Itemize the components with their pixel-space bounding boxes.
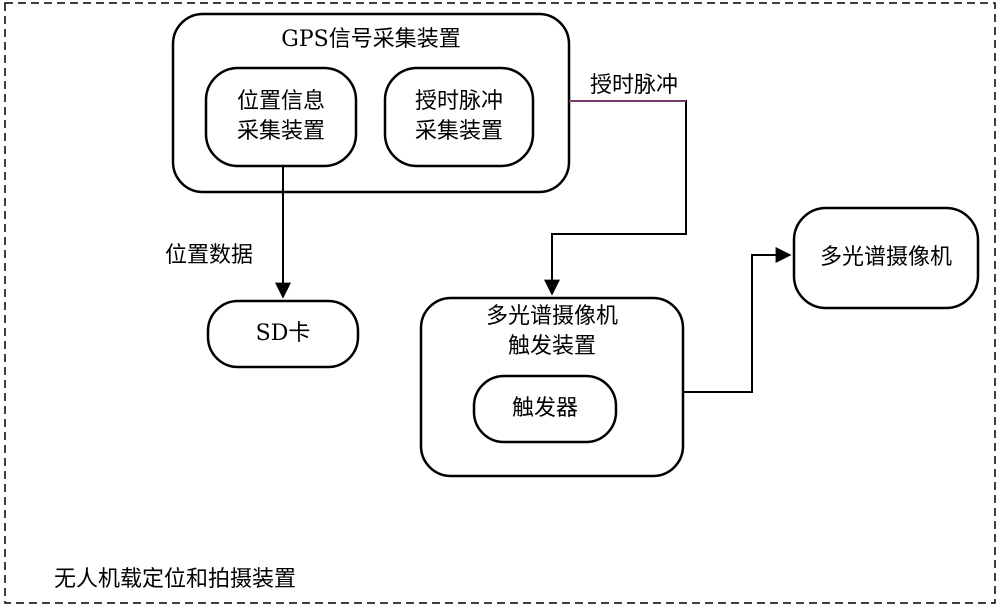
outer-dashed-boundary xyxy=(4,2,996,604)
outer-container-label: 无人机载定位和拍摄装置 xyxy=(54,567,297,592)
trigger-label: 触发器 xyxy=(511,396,578,421)
timing-module-line1: 授时脉冲 xyxy=(414,89,503,114)
trigger-box xyxy=(472,374,618,444)
trigger-device-line1: 多光谱摄像机 xyxy=(485,304,618,329)
timing-module-box xyxy=(383,66,535,168)
sd-card-box xyxy=(206,299,360,369)
position-data-label: 位置数据 xyxy=(165,243,254,268)
trigger-to-camera-arrow xyxy=(683,247,792,393)
position-module-box xyxy=(204,66,358,168)
timing-pulse-arrow xyxy=(544,100,687,296)
timing-module-line2: 采集装置 xyxy=(414,119,503,144)
trigger-device-label: 多光谱摄像机 触发装置 xyxy=(421,302,683,362)
trigger-device-line2: 触发装置 xyxy=(507,334,596,359)
trigger-device-box xyxy=(419,296,685,478)
position-module-line1: 位置信息 xyxy=(236,89,325,114)
position-module-line2: 采集装置 xyxy=(236,119,325,144)
camera-label: 多光谱摄像机 xyxy=(819,245,952,270)
gps-device-box xyxy=(171,12,571,194)
timing-module-label: 授时脉冲 采集装置 xyxy=(385,87,533,147)
timing-pulse-label: 授时脉冲 xyxy=(590,73,679,98)
camera-box xyxy=(792,206,980,310)
sd-card-label: SD卡 xyxy=(255,321,311,346)
position-module-label: 位置信息 采集装置 xyxy=(206,87,356,147)
gps-device-title: GPS信号采集装置 xyxy=(281,27,461,52)
